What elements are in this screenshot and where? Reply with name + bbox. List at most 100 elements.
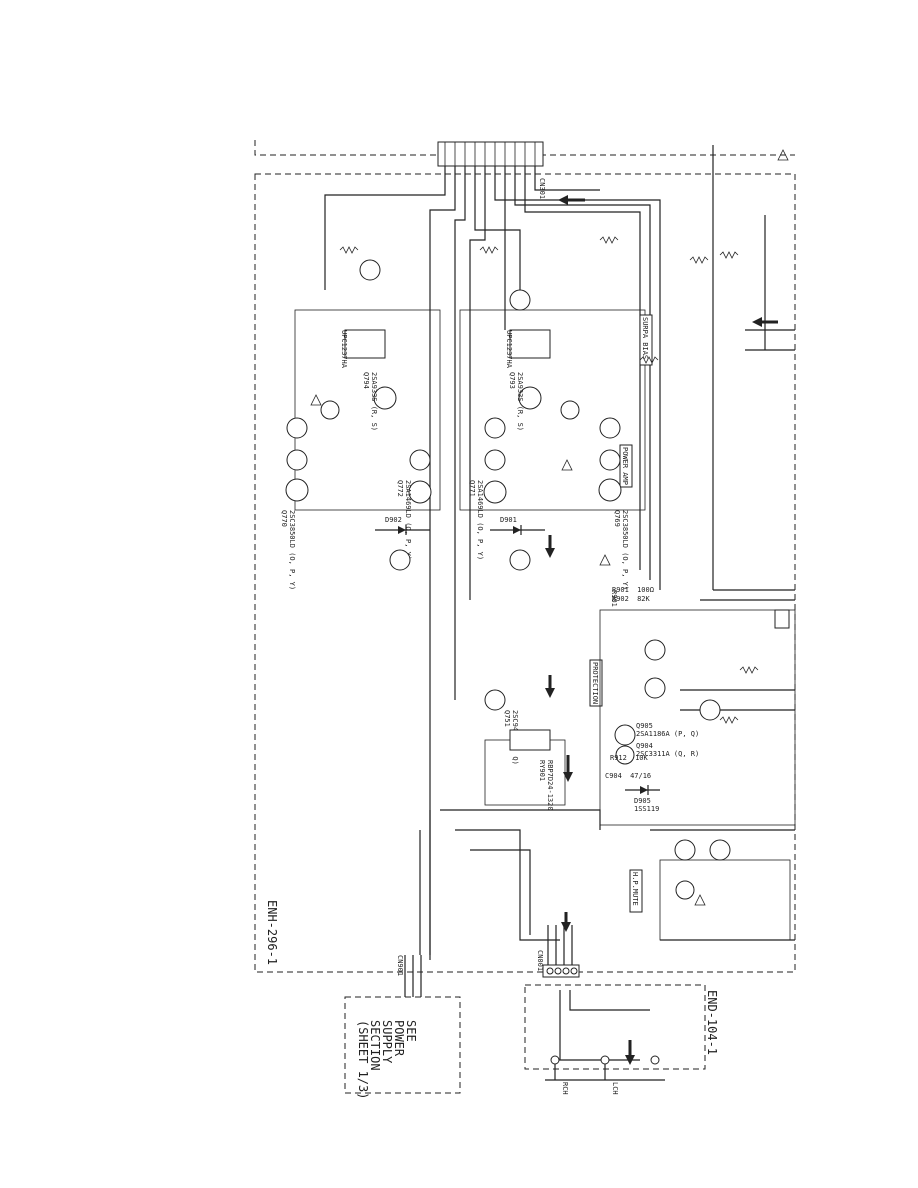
transistor-q912 xyxy=(709,839,731,861)
ic-left xyxy=(344,329,386,359)
transistor-q793: Q793 2SA933S (R, S) xyxy=(508,372,542,431)
transistor-q794: Q794 2SA933S (R, S) xyxy=(362,372,397,431)
diode-d901: D901 xyxy=(490,516,545,535)
power-supply-box xyxy=(344,996,461,1094)
q793-id: Q793 xyxy=(508,372,516,389)
transistor-q769: Q769 2SC3850LD (O, P, Y) xyxy=(598,478,629,590)
q769-part: 2SC3850LD (O, P, Y) xyxy=(621,510,629,590)
ic-right xyxy=(509,329,551,359)
q793-part: 2SA933S (R, S) xyxy=(516,372,524,431)
lower-wiring xyxy=(419,809,650,1061)
main-board-label: ENH-296-1 xyxy=(265,900,279,965)
diode-d902: D902 xyxy=(375,516,430,535)
top-board-outline xyxy=(254,140,795,156)
q772-id: Q772 xyxy=(396,480,404,497)
transistor-q763 xyxy=(599,449,621,471)
r901-id-h: R901 xyxy=(612,586,629,594)
r901-value: 100Ω xyxy=(637,586,654,594)
q905-id: Q905 xyxy=(636,722,653,730)
psu-note-line4: SECTION xyxy=(368,1020,382,1071)
transistor-q765 xyxy=(599,417,621,439)
r901-label: R901 xyxy=(610,590,618,607)
q772-part: 2SA1469LD (O, P, Y) xyxy=(404,480,412,560)
cn901-label: CN901 xyxy=(396,955,404,976)
connector-right-edge xyxy=(774,609,790,629)
right-power-amp-block xyxy=(459,309,646,511)
q904-text: Q904 xyxy=(636,742,653,750)
transistor-q770: Q770 2SC3850LD (O, P, Y) xyxy=(280,478,309,590)
transistor-q902 xyxy=(644,639,666,661)
r902-id: R902 xyxy=(612,595,629,603)
transistor-q768 xyxy=(286,417,308,439)
transistor-q802 xyxy=(389,549,411,571)
transistor-q767 xyxy=(484,449,506,471)
safety-triangles xyxy=(310,149,789,906)
q771-part: 2SA1469LD (O, P, Y) xyxy=(476,480,484,560)
jack-rch-label: RCH xyxy=(561,1082,569,1095)
r912-text: R912 10K xyxy=(610,754,649,762)
power-supply-note: SEE POWER SUPPLY SECTION (SHEET 1/3) xyxy=(356,1020,418,1099)
q751-id: Q751 xyxy=(503,710,511,727)
bus-wires xyxy=(324,166,661,960)
transistor-q906 xyxy=(699,699,721,721)
psu-note-line2: POWER xyxy=(392,1020,406,1057)
right-side-wires xyxy=(650,145,795,941)
top-connector xyxy=(437,141,544,167)
hp-mute-tag: H.P.MUTE xyxy=(631,872,639,906)
d905-part: 1SS119 xyxy=(634,805,659,813)
psu-harness: CN901 xyxy=(396,955,422,997)
protection-tag-box xyxy=(589,659,603,707)
transistor-q772: Q772 2SA1469LD (O, P, Y) xyxy=(396,480,432,560)
left-power-amp-block xyxy=(294,309,441,511)
q794-part: 2SA933S (R, S) xyxy=(370,372,378,431)
psu-note-line5: (SHEET 1/3) xyxy=(356,1020,370,1099)
r902-text: R902 82K xyxy=(612,595,651,603)
protection-block xyxy=(599,609,796,826)
psu-note-line3: SUPPLY xyxy=(380,1020,394,1064)
q770-part: 2SC3850LD (O, P, Y) xyxy=(288,510,296,590)
d901-id: D901 xyxy=(500,516,517,524)
input-jacks: RCH LCH xyxy=(545,1055,665,1095)
transistor-q766 xyxy=(286,449,308,471)
r901-text: R901 100Ω xyxy=(612,586,654,594)
q770-id: Q770 xyxy=(280,510,288,527)
transistor-q754 xyxy=(359,259,381,281)
relay-id: RY901 xyxy=(538,760,546,781)
hp-mute-tag-box xyxy=(629,869,643,913)
transistor-q903 xyxy=(644,677,666,699)
ic-right-label: UPC1237HA xyxy=(505,330,513,369)
surpa-bias-tag: SURPA BIAS xyxy=(641,317,649,359)
c904-id: C904 xyxy=(605,772,622,780)
input-board-outline xyxy=(524,984,706,1070)
transistor-q913 xyxy=(675,880,695,900)
transistor-q775 xyxy=(484,417,506,439)
transistor-q911 xyxy=(674,839,696,861)
relay-ry901: RY901 RBP7D24-1320 xyxy=(484,729,566,811)
c904-text: C904 47/16 xyxy=(605,772,651,780)
d905-id: D905 xyxy=(634,797,651,805)
q794-id: Q794 xyxy=(362,372,370,389)
d902-id: D902 xyxy=(385,516,402,524)
input-board-label: END-104-1 xyxy=(705,990,719,1055)
transistor-q774 xyxy=(320,400,340,420)
r902-value: 82K xyxy=(637,595,650,603)
protection-tag: PROTECTION xyxy=(591,662,599,704)
jack-lch-label: LCH xyxy=(611,1082,619,1095)
connector-cn301-label: CN301 xyxy=(538,178,546,199)
surpa-bias-tag-box xyxy=(639,314,653,366)
hp-mute-block xyxy=(659,859,791,941)
q904-part-text: 2SC3311A (Q, R) xyxy=(636,750,699,758)
transistor-q753 xyxy=(509,289,531,311)
transistor-q751: Q751 2SC945 (P, Q) xyxy=(484,689,519,765)
diode-d905: D905 1SS119 xyxy=(625,785,660,813)
transistor-q773 xyxy=(560,400,580,420)
q771-id: Q771 xyxy=(468,480,476,497)
relay-part: RBP7D24-1320 xyxy=(546,760,554,811)
resistor-marks xyxy=(339,236,759,724)
cn001-label: CN001 xyxy=(536,950,544,971)
transistor-q776 xyxy=(409,449,431,471)
connector-cn001: CN001 xyxy=(536,950,580,978)
transistor-q904 xyxy=(615,745,635,765)
psu-note-line1: SEE xyxy=(404,1020,418,1042)
